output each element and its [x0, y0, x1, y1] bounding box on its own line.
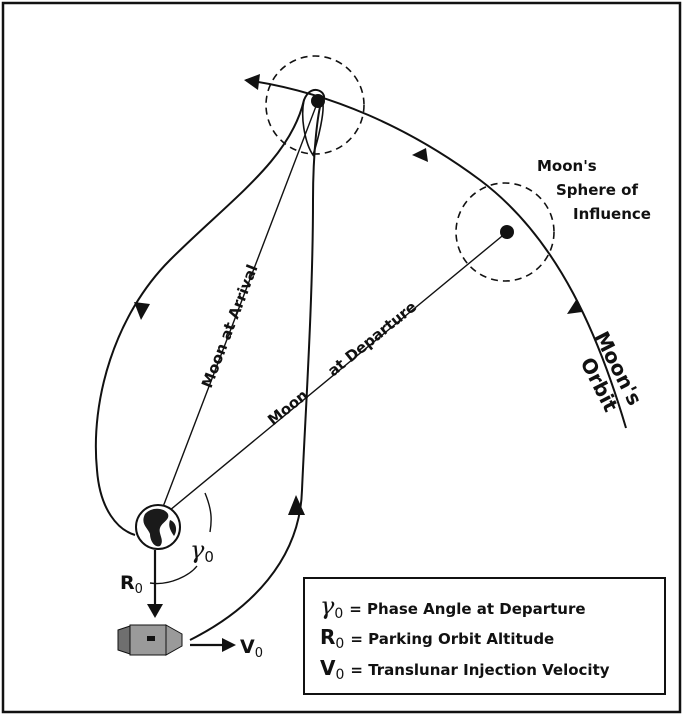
orbit-arrow-3	[244, 74, 260, 90]
lunar-flyby-loop	[301, 99, 324, 157]
legend-item-gamma0: γ0= Phase Angle at Departure	[320, 592, 586, 622]
label-gamma0: γ0	[190, 536, 214, 566]
label-moon-at-arrival: Moon at Arrival	[198, 262, 262, 390]
v0-arrow-head	[222, 638, 236, 652]
trajectory-arrow-up	[288, 495, 305, 515]
label-v0: V0	[240, 636, 263, 661]
phase-angle-arc	[204, 492, 212, 533]
label-sphere-line1: Moon's	[537, 157, 597, 175]
r0-arc	[149, 565, 198, 585]
legend-item-r0: R0= Parking Orbit Altitude	[320, 625, 554, 652]
legend-box	[303, 577, 666, 695]
label-sphere-line3: Influence	[573, 205, 651, 223]
orbit-arrow-2	[412, 148, 428, 162]
outbound-trajectory	[189, 99, 323, 641]
return-trajectory	[94, 88, 325, 536]
legend-item-v0: V0= Translunar Injection Velocity	[320, 656, 610, 683]
label-moon-departure-part2: at Departure	[324, 298, 420, 380]
line-moon-at-departure	[157, 231, 508, 521]
label-sphere-line2: Sphere of	[556, 181, 638, 199]
sphere-of-influence-departure	[455, 182, 555, 282]
r0-arrow-head	[147, 604, 163, 618]
line-moon-at-arrival	[157, 100, 319, 521]
trajectory-arrow-return	[134, 302, 150, 320]
moons-orbit-path	[245, 79, 627, 429]
orbit-arrow-1	[567, 300, 582, 314]
label-r0: R0	[120, 572, 143, 597]
earth-icon	[135, 504, 181, 550]
legend: γ0= Phase Angle at Departure R0= Parking…	[303, 577, 666, 695]
spacecraft-icon	[117, 624, 183, 656]
